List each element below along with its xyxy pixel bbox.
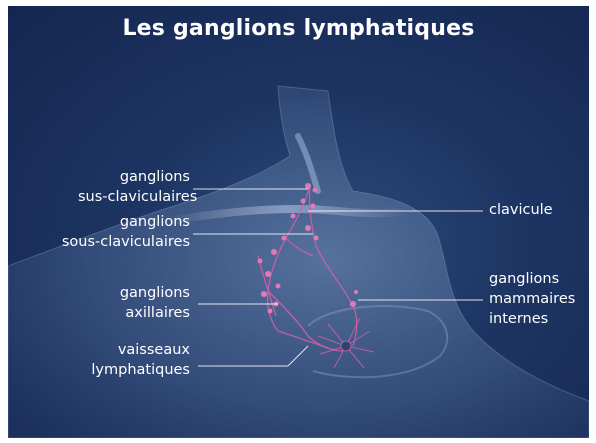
label-clavicule: clavicule: [489, 200, 553, 220]
label-ganglions-sous-claviculaires: ganglions sous-claviculaires: [48, 212, 190, 252]
label-ganglions-mammaires-internes: ganglions mammaires internes: [489, 269, 575, 329]
label-ganglions-sus-claviculaires: ganglions sus-claviculaires: [78, 167, 190, 207]
diagram-title: Les ganglions lymphatiques: [8, 16, 589, 41]
diagram-frame: Les ganglions lymphatiques ganglions sus…: [8, 6, 589, 438]
label-vaisseaux-lymphatiques: vaisseaux lymphatiques: [68, 340, 190, 380]
label-ganglions-axillaires: ganglions axillaires: [78, 283, 190, 323]
